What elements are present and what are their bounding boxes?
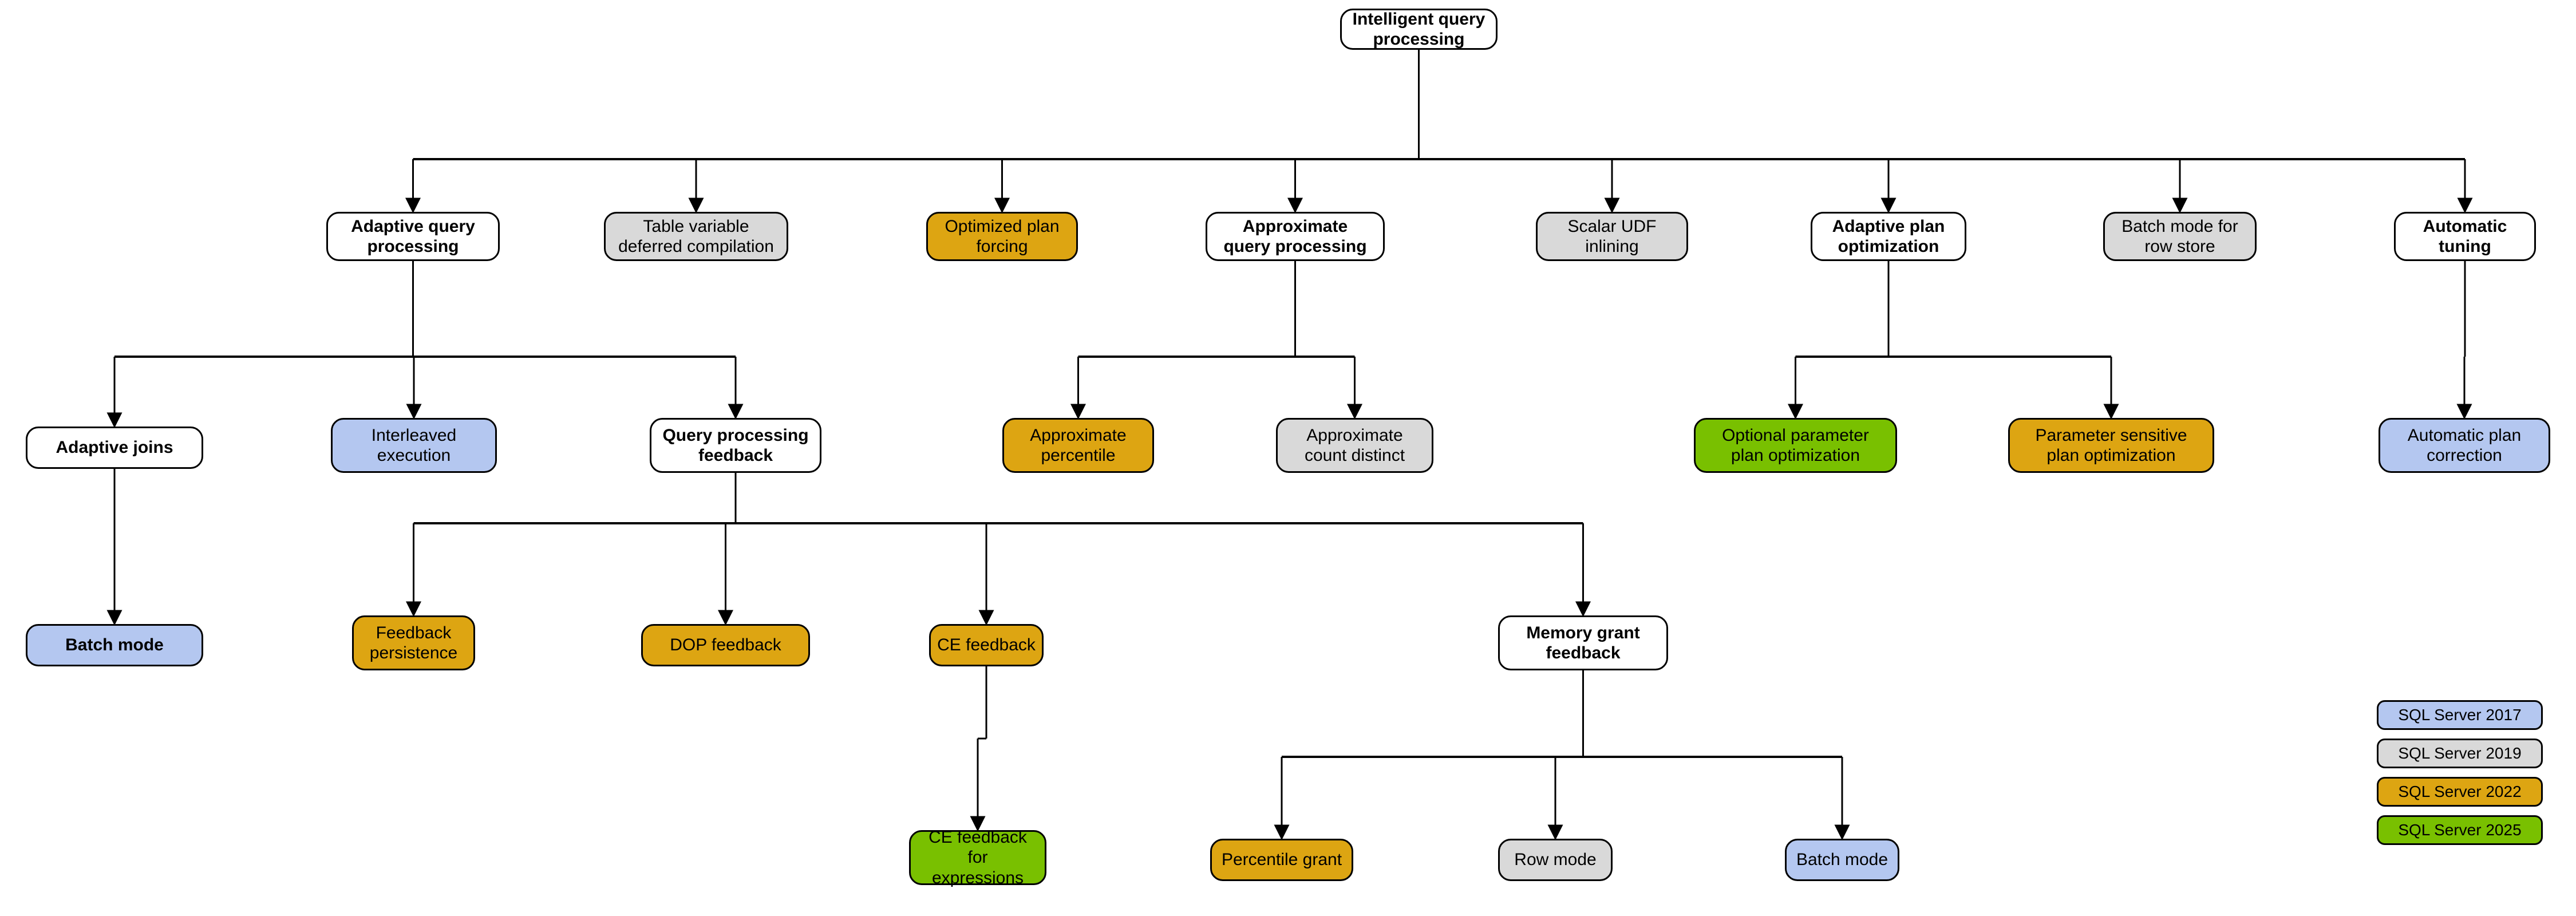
- legend-item-sql2017: SQL Server 2017: [2377, 700, 2543, 730]
- node-pctgrant[interactable]: Percentile grant: [1210, 839, 1353, 881]
- node-mgfb[interactable]: Memory grant feedback: [1498, 615, 1668, 670]
- node-fbpers[interactable]: Feedback persistence: [352, 615, 475, 670]
- legend-item-sql2025: SQL Server 2025: [2377, 815, 2543, 845]
- node-pspo[interactable]: Parameter sensitive plan optimization: [2008, 418, 2214, 473]
- node-ilexec[interactable]: Interleaved execution: [331, 418, 497, 473]
- node-qpf[interactable]: Query processing feedback: [650, 418, 821, 473]
- node-apo[interactable]: Adaptive plan optimization: [1811, 212, 1966, 261]
- node-apc[interactable]: Automatic plan correction: [2379, 418, 2550, 473]
- legend-item-sql2019: SQL Server 2019: [2377, 739, 2543, 768]
- node-appct[interactable]: Approximate percentile: [1002, 418, 1154, 473]
- node-apcd[interactable]: Approximate count distinct: [1276, 418, 1433, 473]
- node-opf[interactable]: Optimized plan forcing: [926, 212, 1078, 261]
- node-tvdc[interactable]: Table variable deferred compilation: [604, 212, 788, 261]
- node-rowmode[interactable]: Row mode: [1498, 839, 1613, 881]
- node-cefbexp[interactable]: CE feedback for expressions: [909, 828, 1046, 887]
- node-root[interactable]: Intelligent query processing: [1340, 9, 1498, 50]
- node-ajoins[interactable]: Adaptive joins: [26, 427, 203, 469]
- node-apq[interactable]: Approximate query processing: [1206, 212, 1385, 261]
- node-cefb[interactable]: CE feedback: [929, 624, 1044, 666]
- node-bmode1[interactable]: Batch mode: [26, 624, 203, 666]
- node-oppo[interactable]: Optional parameter plan optimization: [1694, 418, 1897, 473]
- node-autotune[interactable]: Automatic tuning: [2394, 212, 2536, 261]
- node-dopfb[interactable]: DOP feedback: [641, 624, 810, 666]
- legend-item-sql2022: SQL Server 2022: [2377, 777, 2543, 807]
- node-sudf[interactable]: Scalar UDF inlining: [1536, 212, 1688, 261]
- node-aqp[interactable]: Adaptive query processing: [326, 212, 500, 261]
- node-bmode2[interactable]: Batch mode: [1785, 839, 1899, 881]
- node-bmrs[interactable]: Batch mode for row store: [2103, 212, 2257, 261]
